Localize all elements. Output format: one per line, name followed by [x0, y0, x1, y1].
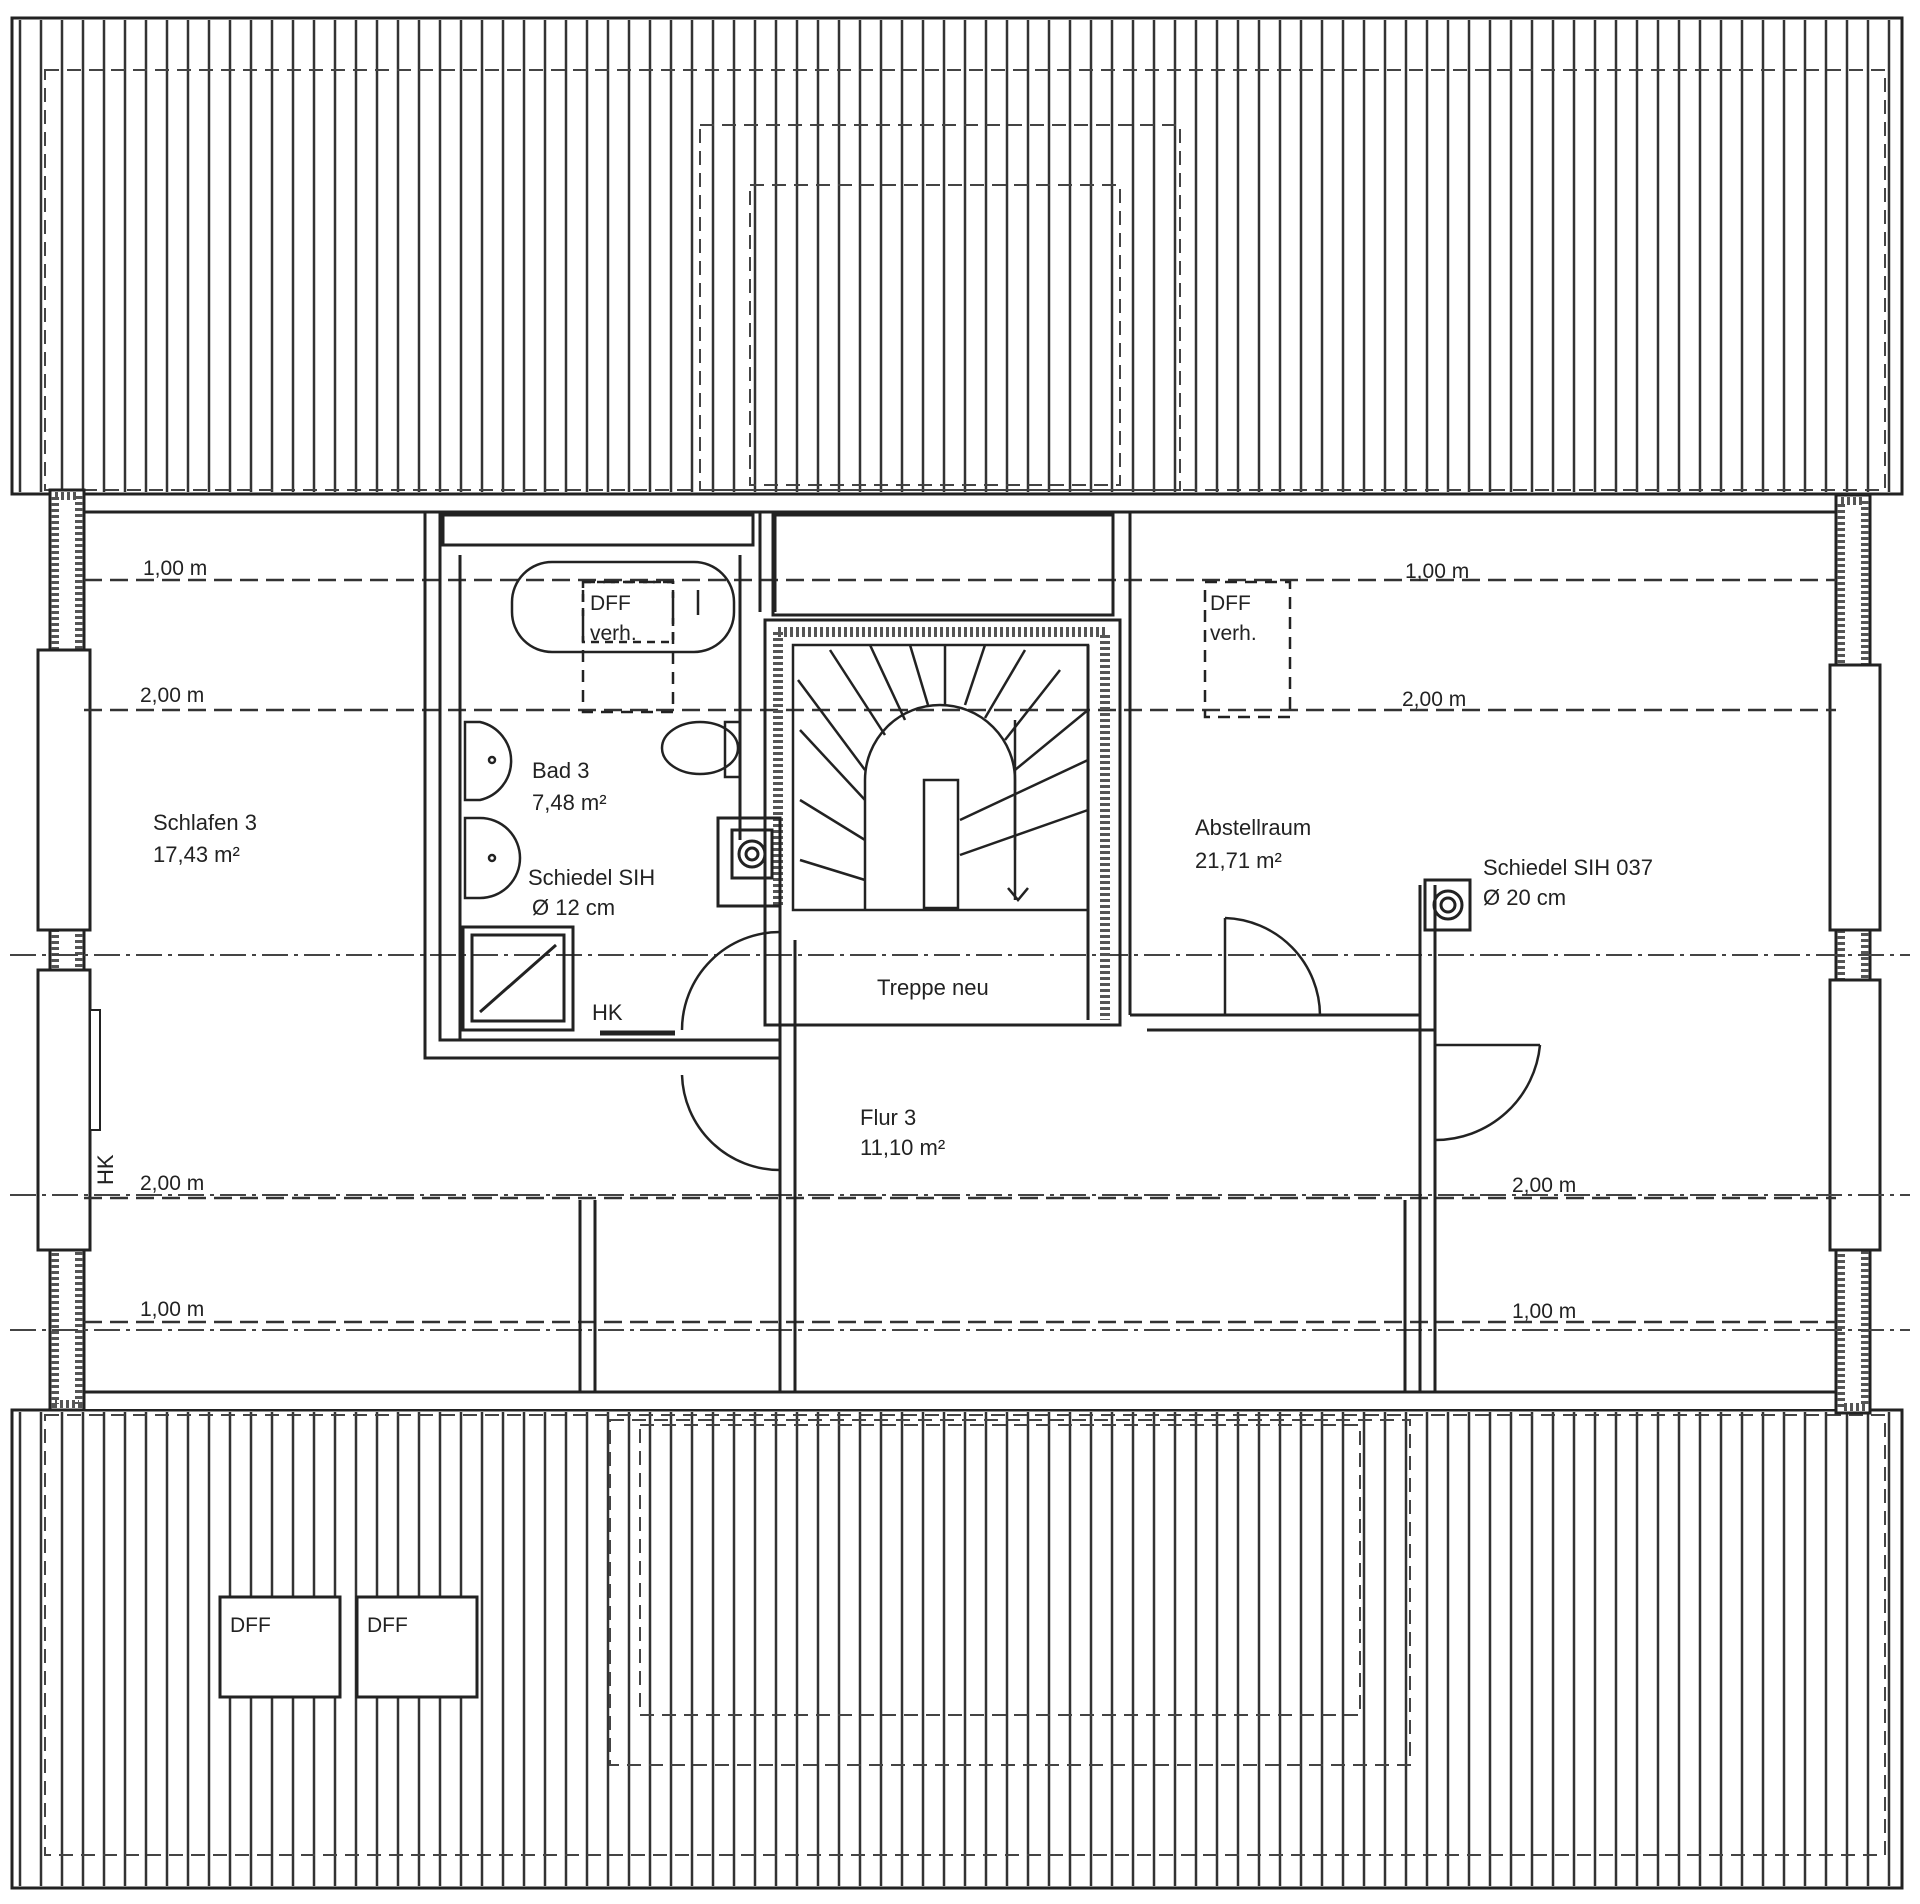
skylight-bottom-b-label: DFF: [367, 1614, 408, 1637]
dim-left-2m-bottom: 2,00 m: [140, 1172, 204, 1195]
eaves-walls: [84, 510, 1836, 1394]
skylight-right: DFF verh.: [1203, 580, 1292, 719]
room-flur-area: 11,10 m²: [860, 1135, 945, 1160]
room-abstellraum-area: 21,71 m²: [1195, 848, 1282, 873]
gable-wall-left: [36, 488, 101, 1412]
floor-area: [50, 497, 1870, 1409]
heater-bath: HK: [592, 1000, 675, 1036]
dim-right-2m-top: 2,00 m: [1402, 688, 1466, 711]
toilet: [660, 720, 742, 779]
chimney-left: [716, 816, 782, 908]
dim-right-2m-bottom: 2,00 m: [1512, 1174, 1576, 1197]
chimney-left-diameter: Ø 12 cm: [532, 895, 615, 920]
heater-bath-label: HK: [592, 1000, 623, 1025]
dim-left-1m-bottom: 1,00 m: [140, 1298, 204, 1321]
ridge-line: [10, 954, 1910, 1331]
chimney-right-name: Schiedel SIH 037: [1483, 855, 1653, 880]
skylight-left-label-2: verh.: [590, 622, 637, 645]
room-bad-area: 7,48 m²: [532, 790, 607, 815]
skylight-right-label-2: verh.: [1210, 622, 1257, 645]
dim-right-1m-bottom: 1,00 m: [1512, 1300, 1576, 1323]
dim-right-1m-top: 1,00 m: [1405, 560, 1469, 583]
roof-top: [10, 16, 1904, 496]
door-bath[interactable]: [680, 930, 782, 1031]
room-schlafen-area: 17,43 m²: [153, 842, 240, 867]
room-abstellraum-name: Abstellraum: [1195, 815, 1311, 840]
room-bad-name: Bad 3: [532, 758, 590, 783]
interior-walls: [423, 512, 1437, 1392]
roof-bottom: [10, 1408, 1904, 1890]
staircase: [796, 644, 1089, 910]
stair-enclosure: [763, 618, 1122, 1027]
dim-left-2m-top: 2,00 m: [140, 684, 204, 707]
skylight-right-label-1: DFF: [1210, 592, 1251, 615]
room-flur-name: Flur 3: [860, 1105, 916, 1130]
sink-upper: [463, 720, 513, 802]
stair-label: Treppe neu: [877, 975, 989, 1000]
door-schlafen[interactable]: [680, 1074, 782, 1172]
door-abstellraum[interactable]: [1223, 916, 1322, 1016]
skylight-bottom-a-label: DFF: [230, 1614, 271, 1637]
dim-left-1m-top: 1,00 m: [143, 557, 207, 580]
chimney-right: [1423, 878, 1472, 932]
chimney-right-diameter: Ø 20 cm: [1483, 885, 1566, 910]
room-schlafen-name: Schlafen 3: [153, 810, 257, 835]
heater-left-label: HK: [93, 1154, 118, 1185]
shower: [461, 925, 575, 1032]
skylight-left-label-1: DFF: [590, 592, 631, 615]
height-lines: [84, 578, 1836, 1324]
chimney-left-name: Schiedel SIH: [528, 865, 655, 890]
sink-lower: [463, 816, 522, 900]
skylight-bottom-a: DFF: [218, 1595, 342, 1699]
door-right-room[interactable]: [1434, 1043, 1542, 1142]
skylight-bottom-b: DFF: [355, 1595, 479, 1699]
skylight-left: DFF verh.: [581, 580, 675, 714]
